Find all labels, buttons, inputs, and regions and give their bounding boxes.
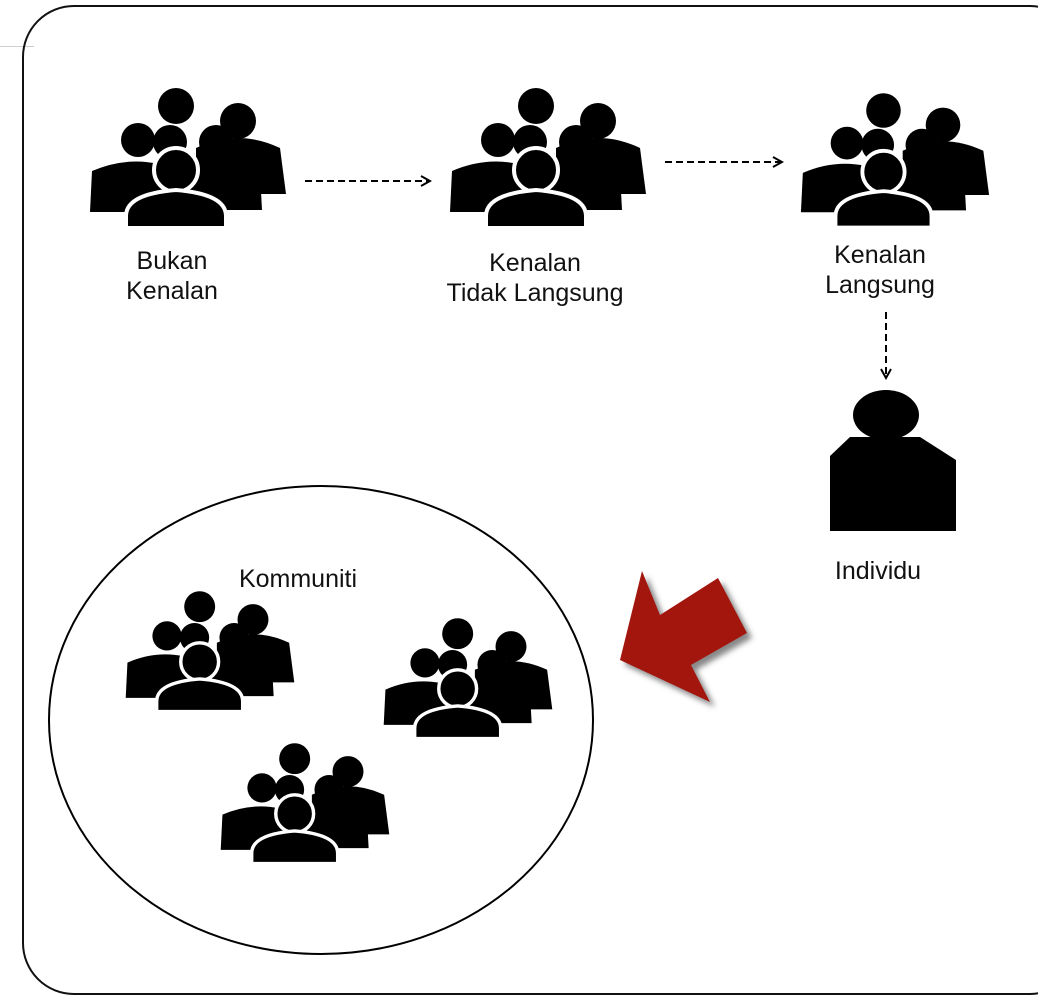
kommuniti-circle bbox=[48, 485, 594, 955]
person-icon bbox=[830, 390, 956, 531]
kommuniti-crowd-2-icon bbox=[382, 616, 555, 741]
label-kommuniti: Kommuniti bbox=[238, 565, 358, 593]
label-kenalan-langsung: Kenalan Langsung bbox=[825, 241, 935, 299]
kommuniti-crowd-1-icon bbox=[124, 589, 296, 714]
crowd-kenalan-langsung-icon bbox=[798, 91, 992, 230]
label-kenalan-tidak-langsung: Kenalan Tidak Langsung bbox=[446, 249, 624, 307]
crowd-bukan-kenalan-icon bbox=[88, 86, 288, 230]
red-arrow-icon bbox=[620, 571, 747, 702]
crowd-kenalan-tidak-langsung-icon bbox=[448, 86, 648, 230]
label-individu: Individu bbox=[834, 557, 922, 585]
label-bukan-kenalan: Bukan Kenalan bbox=[126, 247, 218, 305]
diagram-frame bbox=[22, 5, 1038, 995]
kommuniti-crowd-3-icon bbox=[219, 741, 391, 866]
corner-divider-line bbox=[0, 46, 34, 47]
